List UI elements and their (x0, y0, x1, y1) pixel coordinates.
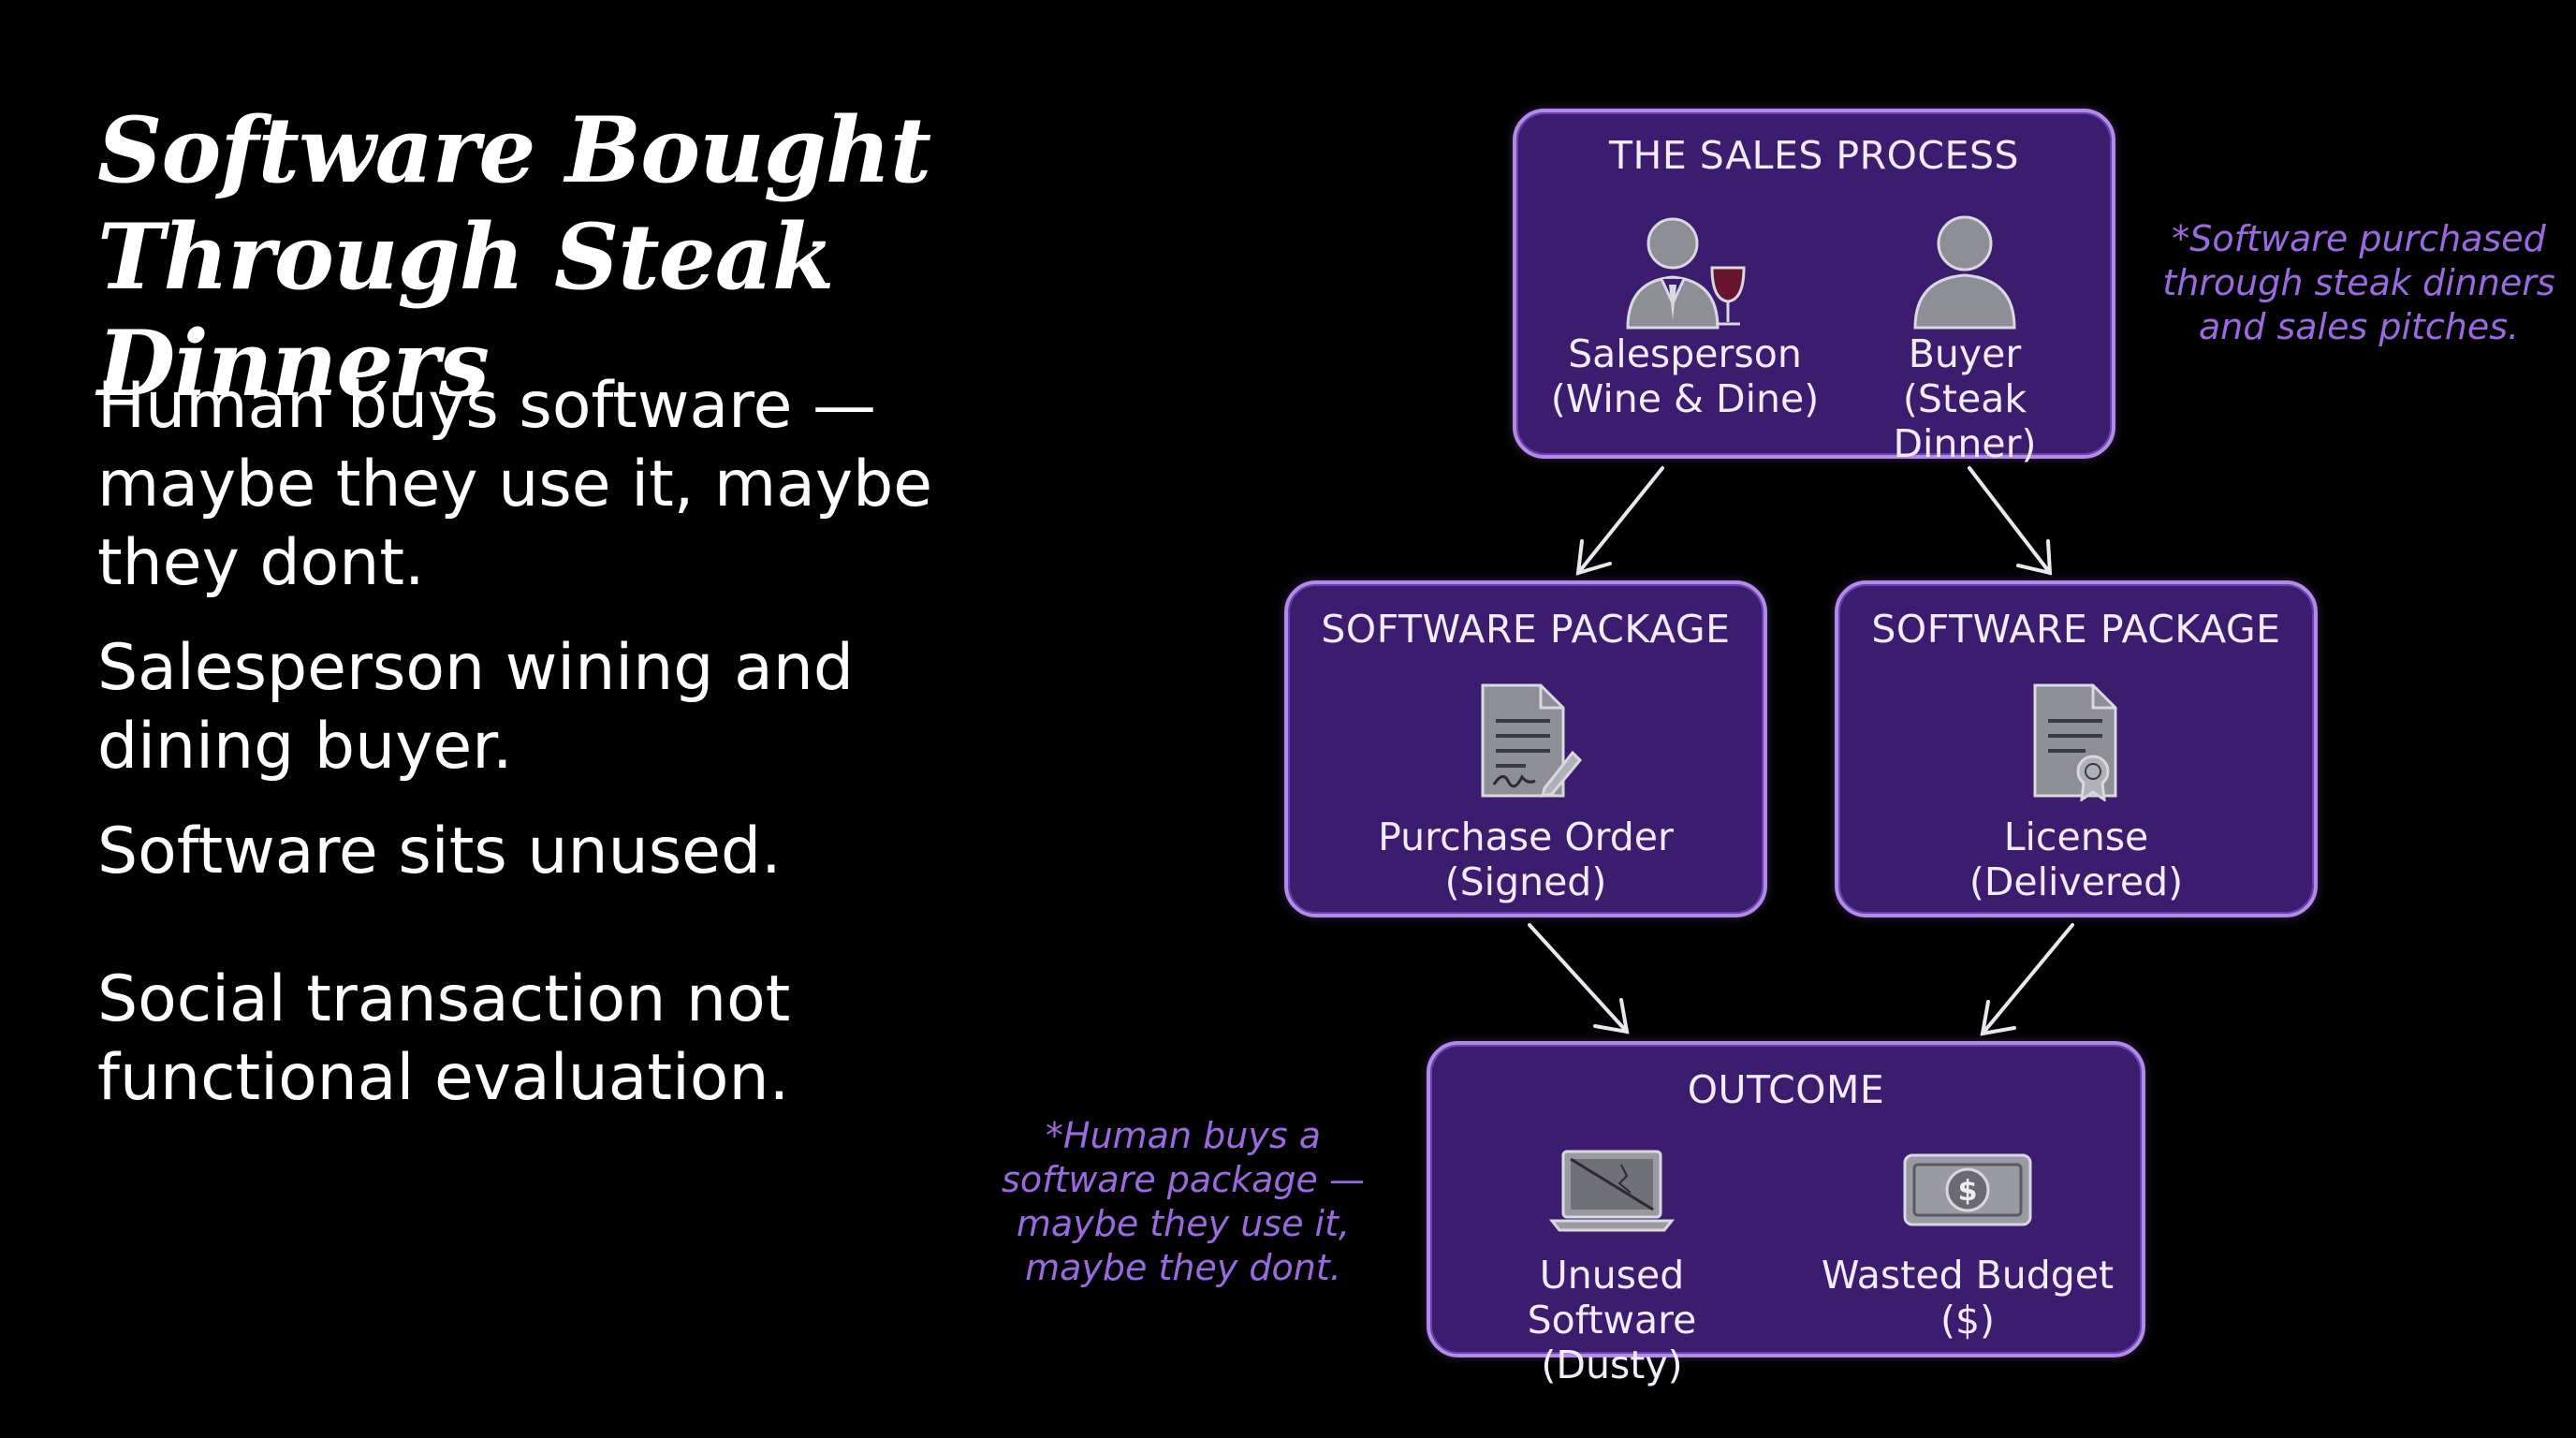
note-human-buys: *Human buys a software package — maybe t… (1002, 1115, 1365, 1288)
dollar-bill-icon: $ (1903, 1153, 2032, 1226)
license-item: License (Delivered) (1838, 680, 2314, 904)
broken-laptop-icon (1548, 1150, 1676, 1232)
bullet-list: Human buys software — maybe they use it,… (97, 367, 940, 1144)
purchase-order-label: Purchase Order (Signed) (1378, 814, 1674, 904)
software-package-box-right: SOFTWARE PACKAGE License (Delivered) (1835, 580, 2318, 917)
salesperson-wine-icon (1626, 217, 1746, 330)
buyer-person-icon (1913, 215, 2016, 330)
software-package-box-left: SOFTWARE PACKAGE Purchase Order (Signed) (1284, 580, 1767, 917)
license-label: License (Delivered) (1969, 814, 2184, 904)
title-line-2: Through Steak Dinners (97, 204, 834, 417)
arrow-po-to-outcome (1528, 923, 1630, 1034)
bullet-item: Human buys software — maybe they use it,… (97, 369, 933, 600)
sales-process-box: THE SALES PROCESS Salesperson (Wine & Di… (1513, 109, 2115, 466)
buyer-label: Buyer (Steak Dinner) (1893, 331, 2037, 466)
wasted-budget-label: Wasted Budget ($) (1821, 1253, 2115, 1343)
unused-software-item: Unused Software (Dusty) (1453, 1146, 1771, 1387)
outcome-box: OUTCOME Unused Software (Dusty) $ Wasted… (1427, 1041, 2145, 1387)
salesperson-item: Salesperson (Wine & Dine) (1544, 210, 1825, 421)
svg-text:$: $ (1958, 1175, 1978, 1208)
bullet-item: Social transaction not functional evalua… (97, 962, 791, 1115)
sales-process-title: THE SALES PROCESS (1608, 133, 2020, 178)
wasted-budget-item: $ Wasted Budget ($) (1808, 1146, 2127, 1343)
arrow-license-to-outcome (1980, 923, 2074, 1036)
arrow-sales-to-license (1968, 466, 2053, 576)
title-line-1: Software Bought (97, 97, 931, 203)
arrow-sales-to-po (1575, 466, 1664, 576)
purchase-order-item: Purchase Order (Signed) (1288, 680, 1764, 904)
buyer-item: Buyer (Steak Dinner) (1829, 210, 2100, 466)
bullet-item: Salesperson wining and dining buyer. (97, 631, 854, 784)
software-package-title: SOFTWARE PACKAGE (1871, 607, 2281, 652)
software-package-title: SOFTWARE PACKAGE (1321, 607, 1731, 652)
note-software-purchased: *Software purchased through steak dinner… (2162, 218, 2555, 347)
bullet-item: Software sits unused. (97, 814, 782, 888)
license-certificate-icon (2033, 683, 2117, 801)
unused-software-label: Unused Software (Dusty) (1527, 1253, 1697, 1387)
outcome-title: OUTCOME (1687, 1067, 1885, 1112)
salesperson-label: Salesperson (Wine & Dine) (1550, 331, 1820, 421)
page-title: Software Bought Through Steak Dinners (97, 97, 1221, 418)
signed-document-icon (1481, 683, 1582, 798)
